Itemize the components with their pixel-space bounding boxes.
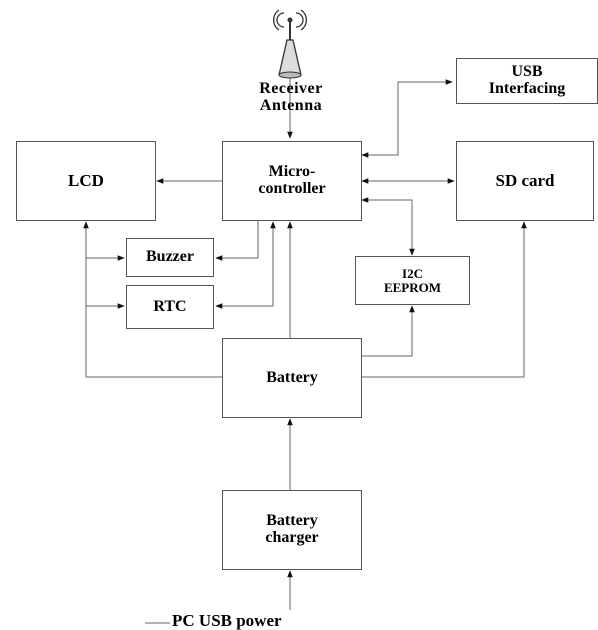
eeprom-label-line1: I2C — [402, 265, 423, 281]
usb-interfacing-block: USB Interfacing — [456, 58, 598, 104]
antenna-label-line2: Antenna — [259, 97, 323, 114]
micro-buzzer-line — [215, 220, 259, 261]
charger-label-line1: Battery — [266, 512, 318, 530]
micro-label-line1: Micro- — [268, 163, 316, 181]
micro-label-line2: controller — [258, 180, 326, 197]
lcd-block: LCD — [16, 141, 156, 221]
pc-usb-power-text: PC USB power — [172, 611, 282, 630]
usb-label-line1: USB — [511, 63, 543, 81]
micro-usb-line — [361, 79, 453, 158]
antenna-icon — [273, 9, 307, 79]
battery-block: Battery — [222, 338, 362, 418]
battery-charger-block: Battery charger — [222, 490, 362, 570]
eeprom-label-line2: EEPROM — [383, 279, 442, 295]
rtc-label: RTC — [153, 297, 187, 315]
antenna-label: Receiver Antenna — [242, 80, 340, 114]
battery-to-eeprom-line — [362, 305, 415, 357]
antenna-label-line1: Receiver — [259, 80, 323, 97]
microcontroller-block: Micro- controller — [222, 141, 362, 221]
pc-usb-power-label: PC USB power — [172, 611, 282, 630]
usb-label-line2: Interfacing — [488, 80, 566, 97]
buzzer-block: Buzzer — [126, 238, 214, 277]
micro-eeprom-line — [361, 197, 415, 256]
sd-card-block: SD card — [456, 141, 594, 221]
battery-to-lcd-line — [83, 221, 222, 378]
rtc-block: RTC — [126, 285, 214, 329]
lcd-label: LCD — [68, 171, 104, 191]
sd-card-label: SD card — [495, 171, 555, 191]
battery-to-sd-line — [362, 221, 527, 378]
buzzer-label: Buzzer — [146, 248, 194, 266]
battery-label: Battery — [266, 368, 318, 386]
eeprom-block: I2C EEPROM — [355, 256, 470, 305]
micro-rtc-line — [215, 221, 276, 309]
charger-label-line2: charger — [265, 529, 319, 546]
